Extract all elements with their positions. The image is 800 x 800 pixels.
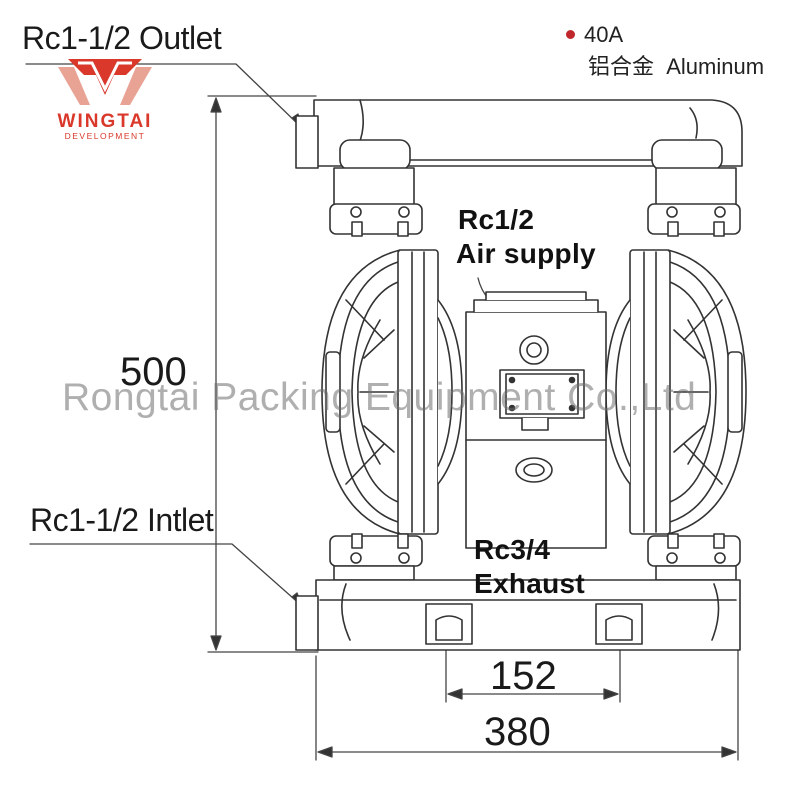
air-supply-label: Air supply	[456, 238, 596, 269]
foot-spacing-dimension: 152	[490, 654, 557, 698]
outlet-manifold	[295, 99, 743, 171]
exhaust-label: Exhaust	[474, 568, 586, 599]
logo-subtitle: DEVELOPMENT	[64, 131, 146, 141]
model-legend: 40A	[566, 24, 623, 46]
exhaust-size: Rc3/4	[474, 534, 551, 565]
model-dot-icon	[566, 29, 575, 39]
center-block	[465, 291, 607, 549]
outlet-label: Rc1-1/2 Outlet	[22, 20, 222, 56]
width-dimension: 380	[484, 710, 551, 754]
right-lower-block	[647, 533, 741, 581]
model-label: 40A	[584, 22, 624, 47]
left-lower-block	[329, 533, 423, 581]
material-legend: 铝合金 Aluminum	[588, 56, 764, 78]
brand-logo: WINGTAI DEVELOPMENT	[30, 55, 180, 145]
watermark-text: Rongtai Packing Equipment Co.,Ltd	[62, 376, 697, 419]
right-upper-block	[647, 167, 741, 237]
right-chamber	[605, 249, 747, 535]
material-en: Aluminum	[666, 54, 765, 79]
left-chamber	[321, 249, 463, 535]
inlet-label: Rc1-1/2 Intlet	[30, 502, 214, 538]
logo-name: WINGTAI	[57, 111, 153, 132]
height-dimension: 500	[120, 350, 187, 394]
material-cn: 铝合金	[588, 54, 655, 79]
left-upper-block	[329, 167, 423, 237]
inlet-manifold	[295, 579, 741, 651]
air-supply-size: Rc1/2	[458, 204, 535, 235]
logo-mark-icon	[58, 59, 152, 105]
